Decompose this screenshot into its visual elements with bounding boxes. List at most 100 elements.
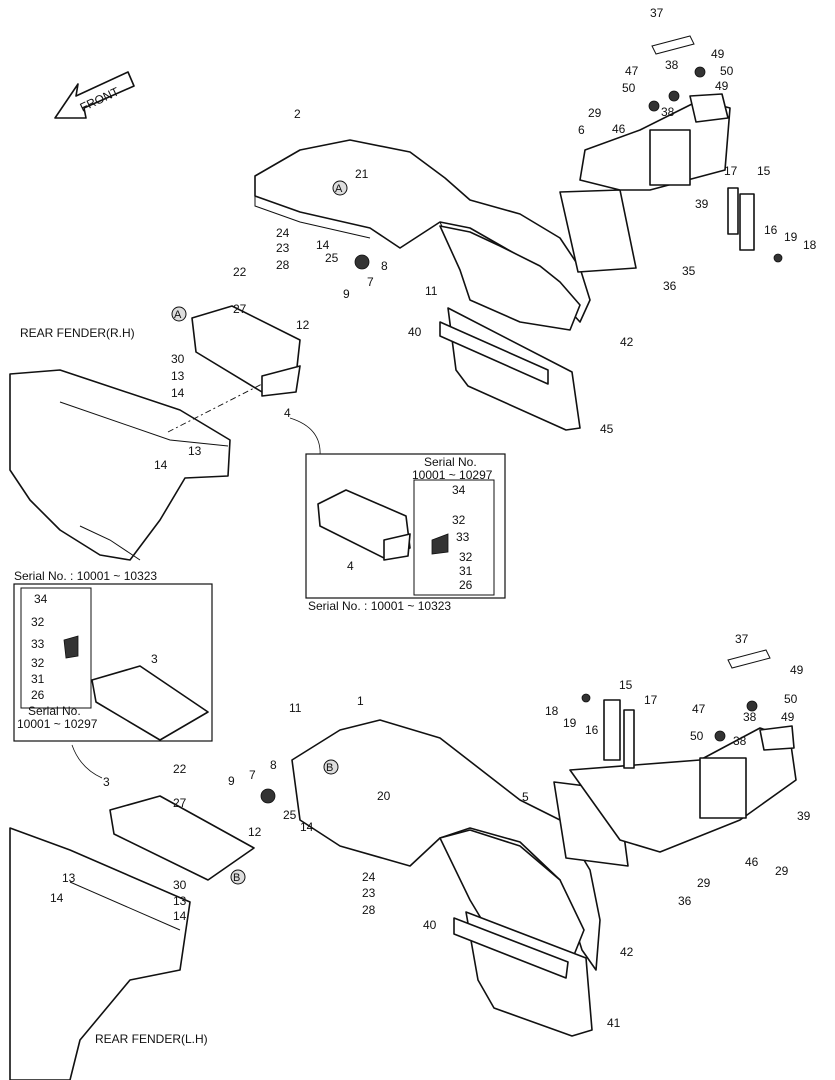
callout: 3 bbox=[151, 652, 158, 666]
inset-box-right bbox=[305, 453, 506, 599]
rh-strip-17 bbox=[727, 187, 739, 235]
callout: 26 bbox=[31, 688, 45, 702]
callout: 46 bbox=[745, 855, 759, 869]
callout: 36 bbox=[663, 279, 677, 293]
callout: 24 bbox=[362, 870, 376, 884]
rh-bracket bbox=[559, 93, 731, 273]
marker-a-lower: A bbox=[171, 306, 187, 322]
lh-inset-leader bbox=[71, 744, 103, 779]
inset-left-caption: Serial No. : 10001 ~ 10323 bbox=[14, 569, 157, 583]
rh-inset-leader bbox=[289, 417, 321, 457]
rh-centerline bbox=[167, 383, 263, 433]
callout: 13 bbox=[173, 894, 187, 908]
callout: 9 bbox=[228, 774, 235, 788]
callout: 18 bbox=[803, 238, 817, 252]
callout: 12 bbox=[248, 825, 262, 839]
callout: 1 bbox=[357, 694, 364, 708]
rh-section-title: REAR FENDER(R.H) bbox=[20, 326, 135, 340]
callout: 49 bbox=[781, 710, 795, 724]
callout: 38 bbox=[733, 734, 747, 748]
callout: 42 bbox=[620, 335, 634, 349]
callout: 18 bbox=[545, 704, 559, 718]
callout: 23 bbox=[362, 886, 376, 900]
callout: 31 bbox=[31, 672, 45, 686]
inset-right-title-2: 10001 ~ 10297 bbox=[412, 468, 493, 482]
callout: 7 bbox=[249, 768, 256, 782]
callout: 23 bbox=[276, 241, 290, 255]
marker-b-upper: B bbox=[323, 759, 339, 775]
callout: 5 bbox=[522, 790, 529, 804]
lh-fender-body bbox=[291, 719, 601, 971]
callout: 13 bbox=[62, 871, 76, 885]
callouts-inset-right: 34 32 33 32 31 26 4 bbox=[347, 483, 473, 592]
callout: 28 bbox=[362, 903, 376, 917]
callout: 25 bbox=[325, 251, 339, 265]
callouts-lh: 37 49 50 49 47 38 50 38 15 17 18 19 16 5… bbox=[50, 632, 811, 1030]
callout: 14 bbox=[300, 820, 314, 834]
callout: 34 bbox=[452, 483, 466, 497]
callout: 50 bbox=[690, 729, 704, 743]
callout: 9 bbox=[343, 287, 350, 301]
rh-strip-15 bbox=[739, 193, 755, 251]
callout: 50 bbox=[622, 81, 636, 95]
inset-box-left bbox=[13, 583, 213, 742]
callout: 50 bbox=[784, 692, 798, 706]
lh-mudflap bbox=[453, 911, 593, 1037]
callout: 45 bbox=[600, 422, 614, 436]
callout: 47 bbox=[692, 702, 706, 716]
marker-a-upper-label: A bbox=[335, 183, 343, 195]
callout: 34 bbox=[34, 592, 48, 606]
callout: 3 bbox=[103, 775, 110, 789]
lh-strip-15 bbox=[603, 699, 621, 761]
callout: 14 bbox=[316, 238, 330, 252]
callout: 41 bbox=[607, 1016, 621, 1030]
callout: 38 bbox=[743, 710, 757, 724]
hardware bbox=[260, 66, 783, 804]
callout: 14 bbox=[50, 891, 64, 905]
callout: 4 bbox=[347, 559, 354, 573]
callout: 22 bbox=[173, 762, 187, 776]
lh-strip-17 bbox=[623, 709, 635, 769]
callout: 14 bbox=[173, 909, 187, 923]
lh-support-3 bbox=[109, 795, 255, 881]
callout: 32 bbox=[459, 550, 473, 564]
callout: 32 bbox=[31, 615, 45, 629]
rh-handle-37 bbox=[651, 35, 695, 55]
callout: 38 bbox=[661, 105, 675, 119]
callout: 37 bbox=[735, 632, 749, 646]
callout: 42 bbox=[620, 945, 634, 959]
callout: 16 bbox=[585, 723, 599, 737]
callout: 32 bbox=[452, 513, 466, 527]
callout: 25 bbox=[283, 808, 297, 822]
lh-section-title: REAR FENDER(L.H) bbox=[95, 1032, 208, 1046]
callout: 21 bbox=[355, 167, 369, 181]
callout: 47 bbox=[625, 64, 639, 78]
marker-b-lower: B bbox=[230, 869, 246, 885]
callout: 29 bbox=[697, 876, 711, 890]
rh-support-4 bbox=[191, 305, 301, 397]
callout: 39 bbox=[797, 809, 811, 823]
callout: 33 bbox=[456, 530, 470, 544]
inset-right-caption: Serial No. : 10001 ~ 10323 bbox=[308, 599, 451, 613]
callout: 13 bbox=[188, 444, 202, 458]
callout: 15 bbox=[757, 164, 771, 178]
callout: 6 bbox=[578, 123, 585, 137]
callout: 14 bbox=[171, 386, 185, 400]
callout: 27 bbox=[173, 796, 187, 810]
callout: 32 bbox=[31, 656, 45, 670]
rh-mudflap bbox=[439, 307, 581, 431]
marker-a-lower-label: A bbox=[174, 309, 182, 321]
callout: 31 bbox=[459, 564, 473, 578]
callout: 11 bbox=[425, 284, 438, 298]
callout: 12 bbox=[296, 318, 310, 332]
callout: 8 bbox=[270, 758, 277, 772]
lh-rear-fender bbox=[9, 827, 191, 1080]
rh-fender-body bbox=[254, 139, 591, 331]
callout: 40 bbox=[423, 918, 437, 932]
callout: 29 bbox=[588, 106, 602, 120]
callout: 30 bbox=[173, 878, 187, 892]
inset-left-bottom-1: Serial No. bbox=[28, 704, 81, 718]
callout: 30 bbox=[171, 352, 185, 366]
marker-b-upper-label: B bbox=[326, 762, 333, 774]
